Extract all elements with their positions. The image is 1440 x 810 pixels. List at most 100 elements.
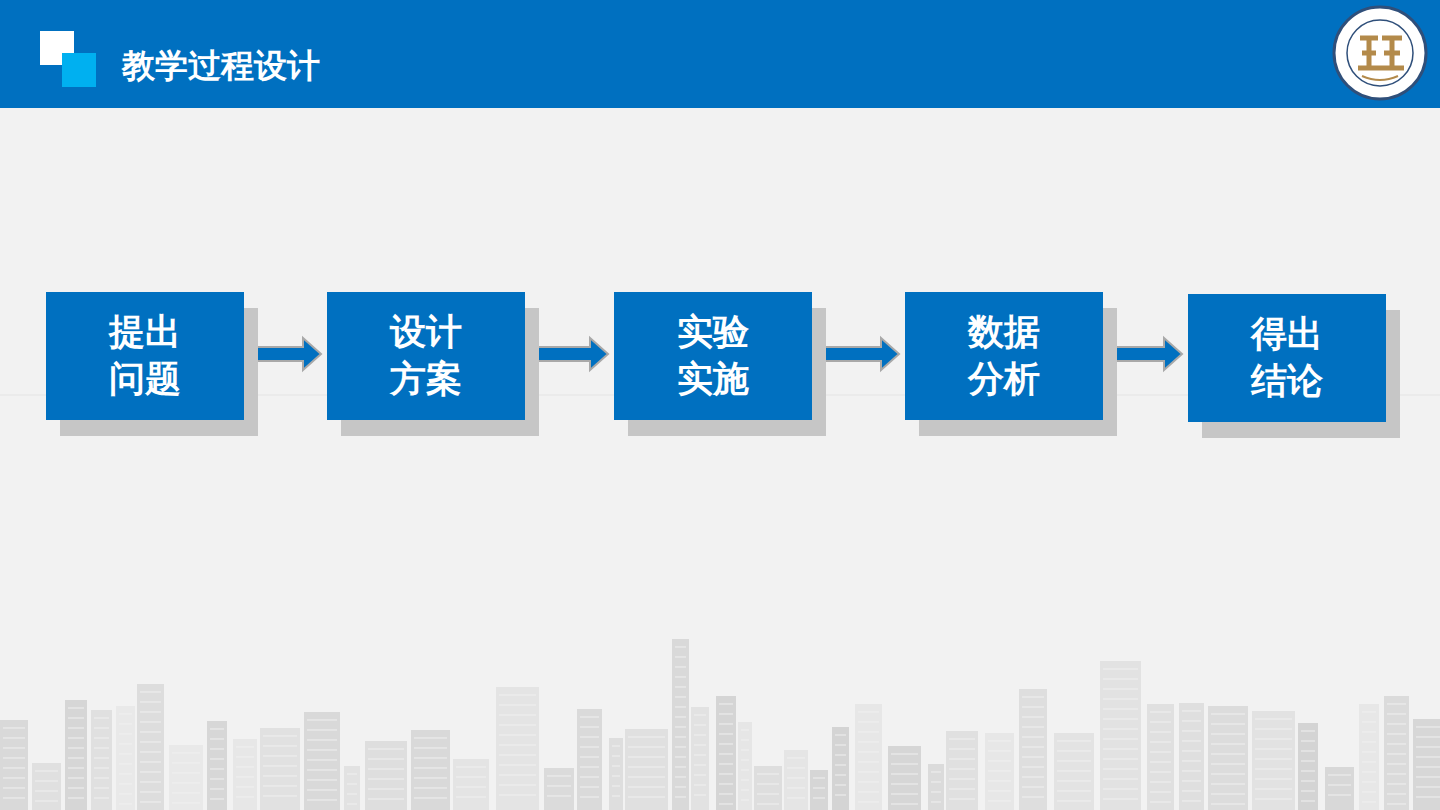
window-row xyxy=(628,787,665,788)
window-row xyxy=(1057,761,1091,762)
window-row xyxy=(1182,721,1201,722)
header-icon xyxy=(0,0,110,108)
window-row xyxy=(580,757,599,758)
window-row xyxy=(1362,722,1376,723)
window-row xyxy=(263,796,297,797)
window-row xyxy=(1387,784,1406,785)
window-row xyxy=(210,789,224,790)
window-row xyxy=(414,738,447,739)
window-row xyxy=(1182,771,1201,772)
window-row xyxy=(3,728,25,729)
building xyxy=(1179,703,1204,810)
window-row xyxy=(499,765,536,766)
window-row xyxy=(1328,795,1351,796)
window-row xyxy=(263,786,297,787)
window-row xyxy=(1211,764,1245,765)
window-row xyxy=(1022,737,1044,738)
window-row xyxy=(1057,801,1091,802)
window-row xyxy=(1255,769,1292,770)
window-row xyxy=(949,769,975,770)
window-row xyxy=(741,750,749,751)
window-row xyxy=(1362,792,1376,793)
window-row xyxy=(835,795,846,796)
building xyxy=(1100,661,1141,810)
window-row xyxy=(612,786,620,787)
window-row xyxy=(3,788,25,789)
window-row xyxy=(949,789,975,790)
window-row xyxy=(741,760,749,761)
window-row xyxy=(1103,759,1138,760)
window-row xyxy=(1362,732,1376,733)
window-row xyxy=(172,783,200,784)
window-row xyxy=(612,766,620,767)
window-row xyxy=(140,742,161,743)
window-row xyxy=(1057,781,1091,782)
window-row xyxy=(813,798,825,799)
window-row xyxy=(675,787,686,788)
window-row xyxy=(694,785,706,786)
window-row xyxy=(236,787,254,788)
window-row xyxy=(307,790,337,791)
process-box: 设计 方案 xyxy=(327,292,525,420)
window-row xyxy=(835,775,846,776)
window-row xyxy=(94,788,109,789)
window-row xyxy=(813,788,825,789)
window-row xyxy=(1103,709,1138,710)
window-row xyxy=(988,741,1011,742)
window-row xyxy=(140,712,161,713)
window-row xyxy=(787,778,805,779)
window-row xyxy=(787,768,805,769)
window-row xyxy=(1022,797,1044,798)
window-row xyxy=(988,801,1011,802)
window-row xyxy=(858,742,879,743)
window-row xyxy=(307,740,337,741)
building xyxy=(91,710,112,810)
city-skyline xyxy=(0,600,1440,810)
window-row xyxy=(456,787,486,788)
window-row xyxy=(1022,757,1044,758)
window-row xyxy=(347,784,357,785)
window-row xyxy=(1182,751,1201,752)
window-row xyxy=(612,746,620,747)
window-row xyxy=(949,759,975,760)
building xyxy=(344,766,360,810)
window-row xyxy=(368,769,404,770)
window-row xyxy=(210,749,224,750)
building xyxy=(1019,689,1047,810)
window-row xyxy=(172,773,200,774)
process-box: 实验 实施 xyxy=(614,292,812,420)
window-row xyxy=(1416,737,1440,738)
building xyxy=(453,759,489,810)
window-row xyxy=(949,799,975,800)
window-row xyxy=(580,717,599,718)
window-row xyxy=(741,800,749,801)
window-row xyxy=(694,755,706,756)
window-row xyxy=(787,788,805,789)
window-row xyxy=(1211,734,1245,735)
window-row xyxy=(1387,744,1406,745)
window-row xyxy=(580,727,599,728)
window-row xyxy=(347,794,357,795)
window-row xyxy=(675,777,686,778)
window-row xyxy=(172,793,200,794)
window-row xyxy=(210,739,224,740)
window-row xyxy=(891,784,918,785)
window-row xyxy=(1416,797,1440,798)
building xyxy=(985,733,1014,810)
window-row xyxy=(1387,764,1406,765)
window-row xyxy=(787,798,805,799)
step-label: 提出 问题 xyxy=(104,309,187,403)
window-row xyxy=(35,801,58,802)
window-row xyxy=(1301,731,1315,732)
building xyxy=(1384,696,1409,810)
window-row xyxy=(94,738,109,739)
window-row xyxy=(1255,799,1292,800)
window-row xyxy=(94,718,109,719)
window-row xyxy=(1150,712,1171,713)
window-row xyxy=(628,777,665,778)
window-row xyxy=(119,714,132,715)
window-row xyxy=(368,749,404,750)
window-row xyxy=(858,792,879,793)
window-row xyxy=(68,788,84,789)
building xyxy=(691,707,709,810)
